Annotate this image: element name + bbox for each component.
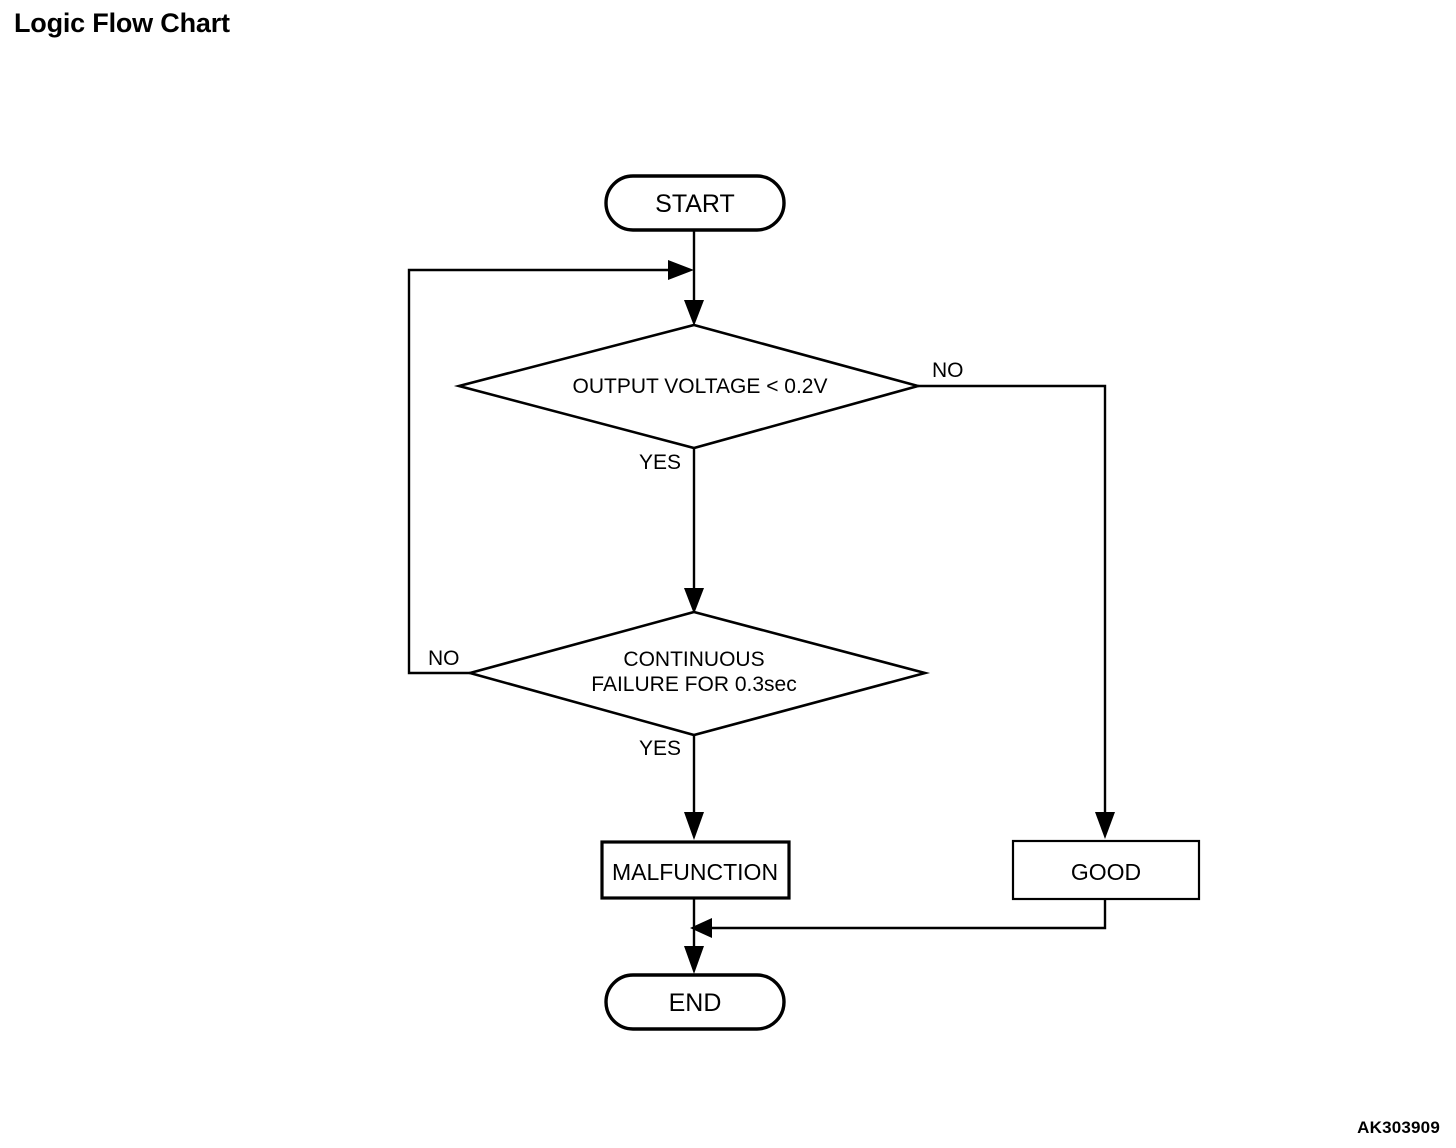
label-decision1-yes: YES: [639, 451, 681, 474]
decision1-label: OUTPUT VOLTAGE < 0.2V: [573, 375, 828, 398]
connector-malfunction-to-end: [684, 899, 704, 974]
page-title: Logic Flow Chart: [14, 8, 230, 38]
end-shape: [604, 973, 786, 1031]
end-label: END: [669, 989, 722, 1017]
node-decision-output-voltage[interactable]: OUTPUT VOLTAGE < 0.2V: [453, 323, 923, 450]
node-good[interactable]: GOOD: [1011, 839, 1201, 901]
arrow-head-down-decision2: [684, 588, 704, 614]
label-decision1-no: NO: [932, 359, 964, 382]
label-decision2-yes: YES: [639, 737, 681, 760]
malfunction-shape: [600, 840, 791, 900]
figure-identifier: AK303909: [1357, 1118, 1440, 1137]
good-label: GOOD: [1071, 859, 1141, 885]
decision2-label-line2: FAILURE FOR 0.3sec: [591, 673, 796, 696]
arrow-head-down-good: [1095, 812, 1115, 839]
start-shape: [604, 174, 786, 232]
node-end[interactable]: END: [604, 973, 786, 1031]
label-decision2-no: NO: [428, 647, 460, 670]
connector-decision1-no-to-good: [918, 384, 1115, 839]
start-label: START: [655, 190, 735, 218]
decision2-shape: [465, 610, 931, 737]
connector-decision1-yes-to-decision2: [684, 448, 704, 614]
arrow-head-right-feedback: [668, 260, 694, 280]
node-start[interactable]: START: [604, 174, 786, 232]
decision2-label-line1: CONTINUOUS: [623, 648, 764, 671]
arrow-head-left-join: [690, 918, 712, 938]
arrow-head-down-end: [684, 946, 704, 974]
connector-good-to-end: [690, 900, 1107, 938]
malfunction-label: MALFUNCTION: [612, 859, 778, 885]
node-malfunction[interactable]: MALFUNCTION: [600, 840, 791, 900]
arrow-head-down-malfunction: [684, 812, 704, 840]
connector-start-to-decision1: [684, 230, 704, 326]
arrow-head-down-decision1: [684, 300, 704, 326]
connector-decision2-yes-to-malfunction: [684, 735, 704, 840]
decision1-shape: [453, 323, 923, 450]
connector-decision2-no-feedback-loop: [407, 260, 694, 675]
good-shape: [1011, 839, 1201, 901]
node-decision-continuous-failure[interactable]: CONTINUOUS FAILURE FOR 0.3sec: [465, 610, 931, 737]
